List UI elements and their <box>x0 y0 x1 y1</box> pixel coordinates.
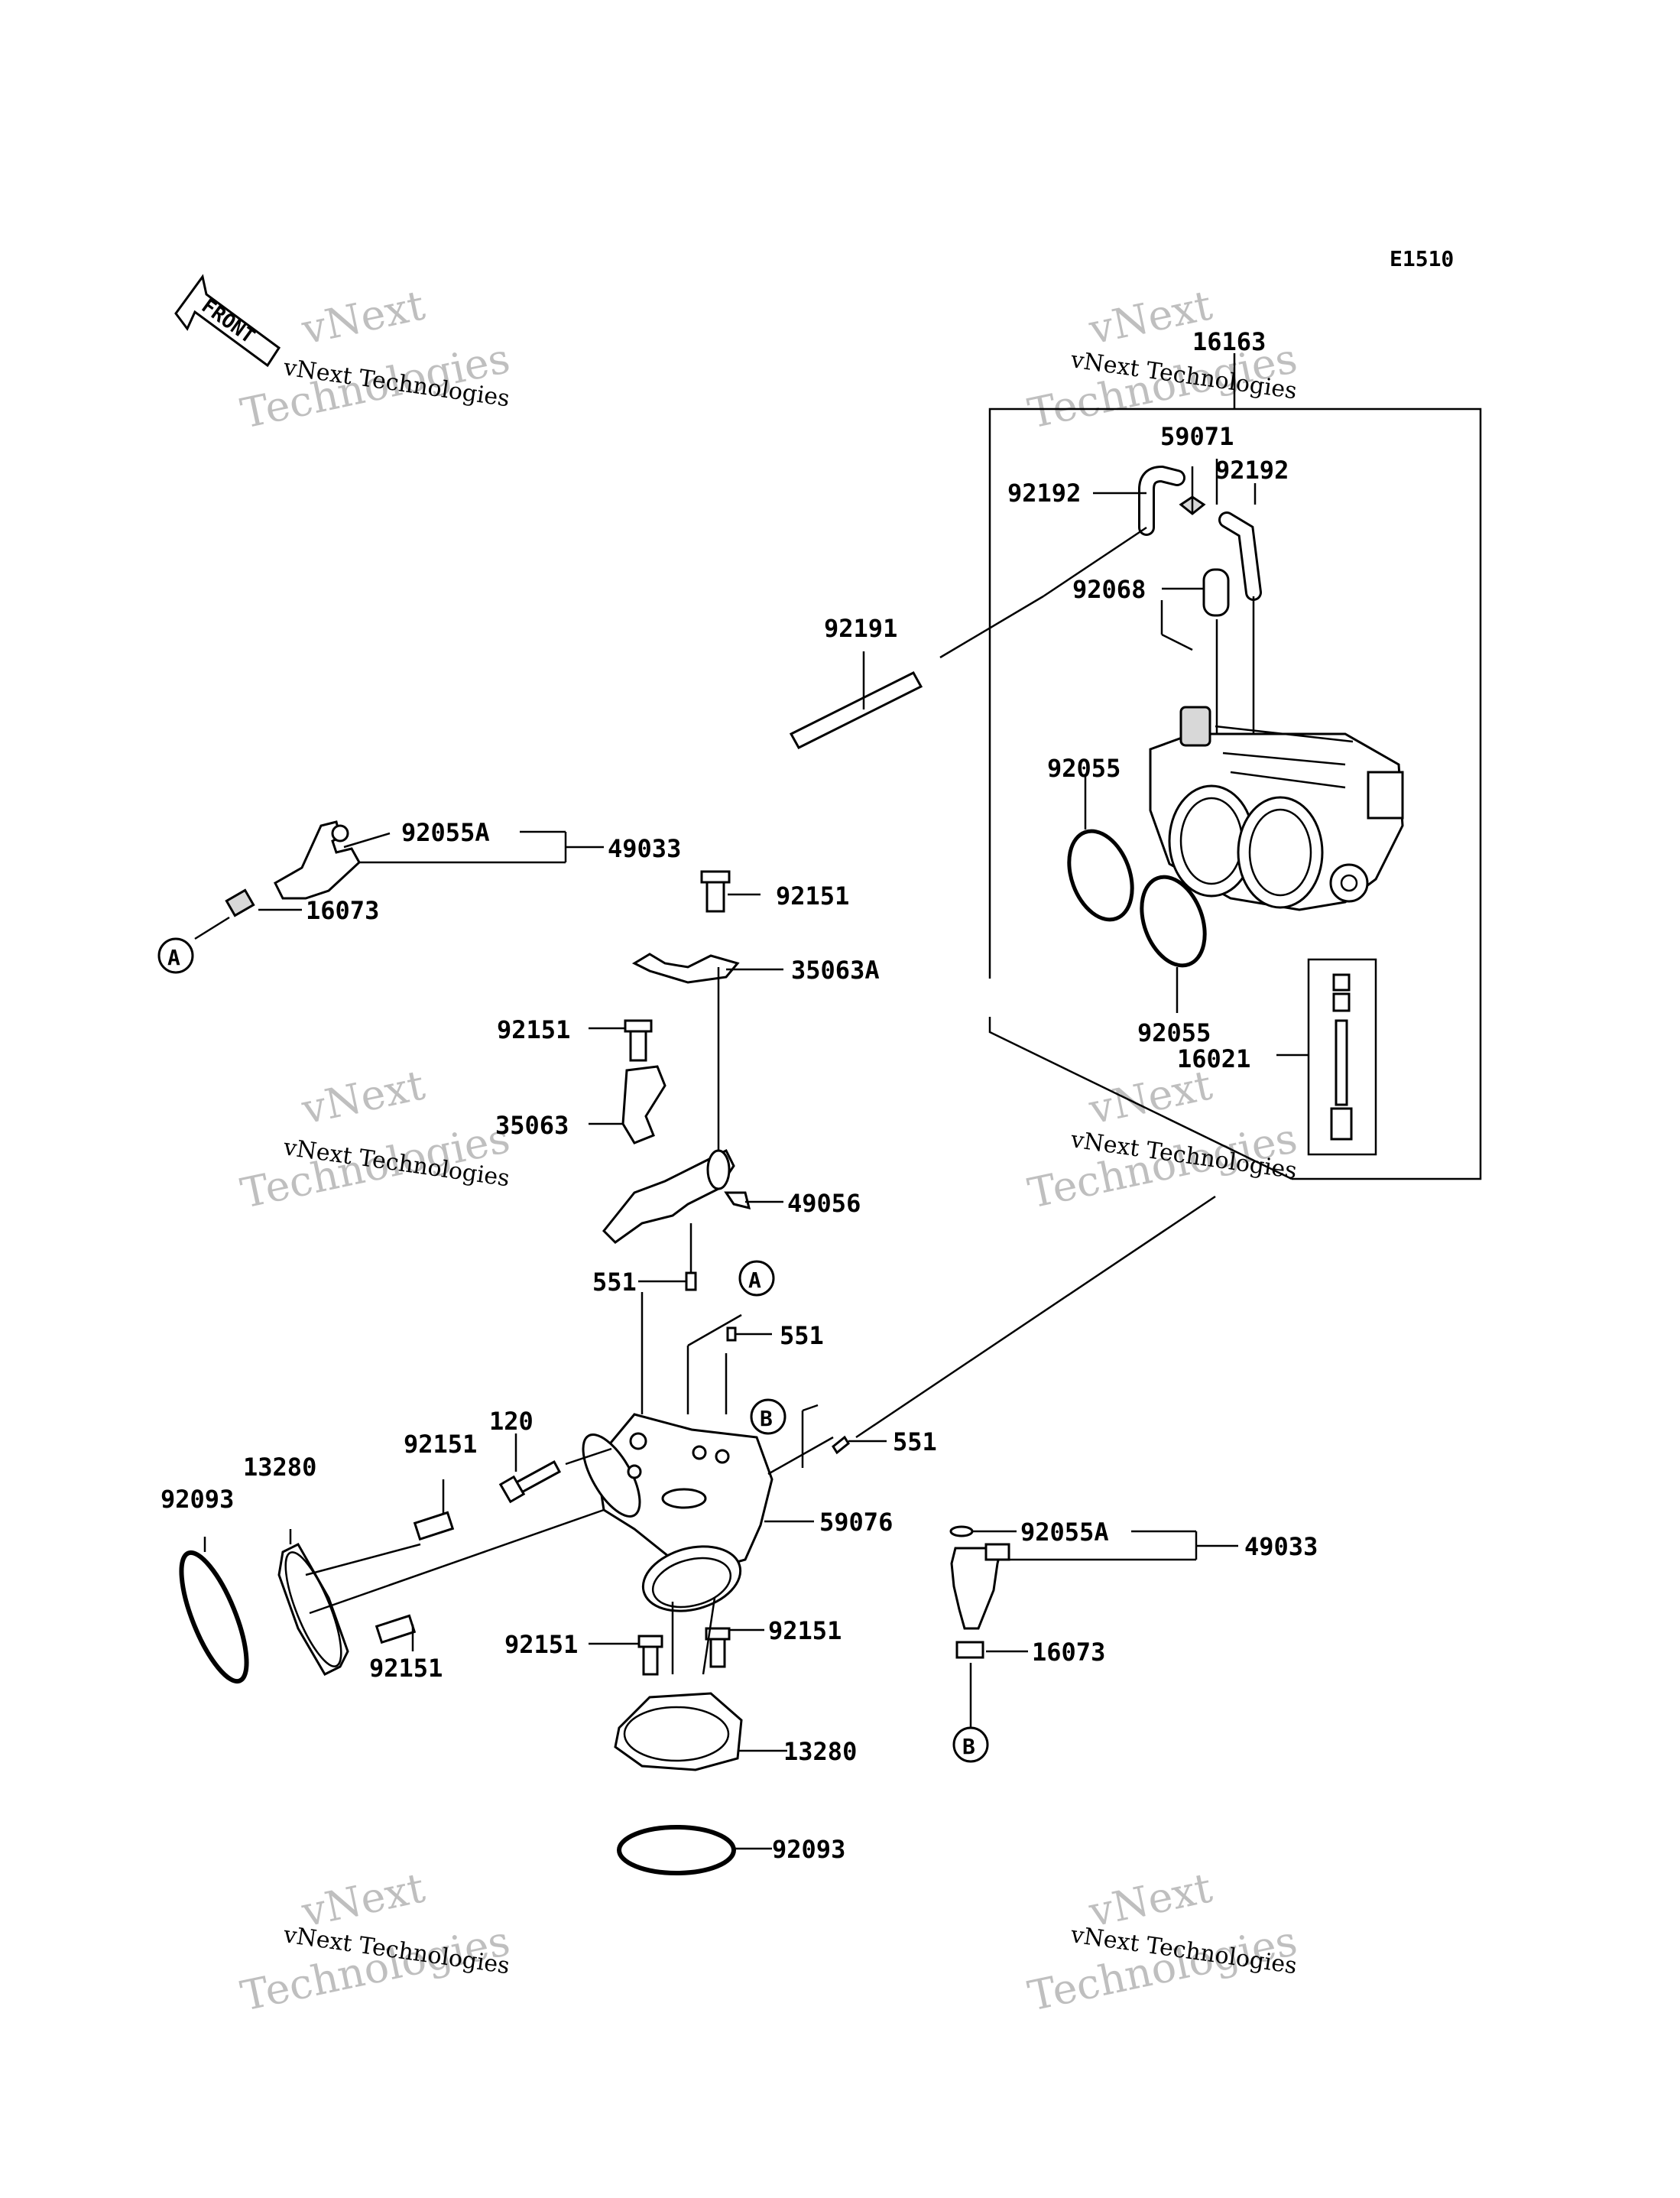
watermark-mid-right: vNext Technologies vNext Technologies <box>1024 1060 1302 1217</box>
label-92068: 92068 <box>1072 575 1146 604</box>
label-92093-bottom: 92093 <box>772 1835 845 1864</box>
label-92055-lower: 92055 <box>1137 1018 1211 1047</box>
svg-text:A: A <box>167 945 180 970</box>
label-13280-bottom: 13280 <box>783 1737 857 1766</box>
label-92055A-lower: 92055A <box>1020 1518 1109 1547</box>
label-92093-left: 92093 <box>161 1485 234 1514</box>
injector-49033-upper <box>194 820 604 940</box>
throttle-body-assembly <box>1149 706 1404 911</box>
diagram-code: E1510 <box>1390 246 1454 271</box>
callout-b-lower: B <box>952 1726 989 1763</box>
bolt-120 <box>498 1433 612 1504</box>
vacuum-hoses <box>1138 465 1262 617</box>
label-49056: 49056 <box>787 1189 861 1218</box>
label-49033-lower: 49033 <box>1244 1532 1318 1561</box>
label-16073-lower: 16073 <box>1032 1638 1105 1667</box>
gaskets-left <box>179 1479 605 1684</box>
o-ring-92055-pair <box>1067 776 1207 1013</box>
callout-a-upper: A <box>157 937 194 974</box>
svg-text:B: B <box>962 1734 975 1759</box>
leader-lines-upper-right <box>1093 459 1309 1057</box>
watermark-bottom-left: vNext Technologies vNext Technologies <box>237 1863 514 2020</box>
svg-text:B: B <box>760 1406 773 1431</box>
label-120: 120 <box>489 1407 534 1436</box>
label-92055A-upper: 92055A <box>401 818 490 847</box>
gaskets-bottom <box>589 1597 787 1875</box>
label-92191: 92191 <box>824 614 897 643</box>
label-92151-b: 92151 <box>497 1015 570 1044</box>
label-92151-e: 92151 <box>504 1630 578 1659</box>
label-59076: 59076 <box>819 1508 893 1537</box>
watermark-mid-left: vNext Technologies vNext Technologies <box>237 1060 514 1217</box>
pins-551 <box>638 1223 887 1455</box>
throttle-body-59076 <box>582 1413 834 1612</box>
label-59071: 59071 <box>1160 422 1234 451</box>
label-13280-left: 13280 <box>243 1453 316 1482</box>
svg-text:vNext: vNext <box>297 281 430 354</box>
label-551-b: 551 <box>780 1321 824 1350</box>
injector-49033-lower <box>949 1525 1238 1728</box>
label-92151-a: 92151 <box>776 881 849 911</box>
front-arrow-icon: FRONT <box>174 274 281 368</box>
label-35063A: 35063A <box>791 956 880 985</box>
label-16073-upper: 16073 <box>306 896 379 925</box>
label-92055-upper: 92055 <box>1047 754 1121 783</box>
svg-text:A: A <box>748 1268 761 1293</box>
label-16163: 16163 <box>1192 327 1266 356</box>
label-92192-right: 92192 <box>1215 456 1289 485</box>
label-16021: 16021 <box>1177 1044 1250 1073</box>
part-16021-adjuster <box>1307 958 1377 1156</box>
callout-b-mid: B <box>750 1398 786 1435</box>
label-92151-c: 92151 <box>404 1430 477 1459</box>
leader-lines-lower-center <box>641 1195 1216 1468</box>
label-551-a: 551 <box>592 1268 637 1297</box>
part-labels: 16163 59071 92192 92192 92068 92191 9205… <box>161 327 1318 1864</box>
part-92191-rod <box>789 526 1147 749</box>
throttle-body-assembly-box <box>988 353 1482 1180</box>
label-551-c: 551 <box>893 1427 937 1456</box>
label-92151-f: 92151 <box>768 1616 842 1645</box>
watermark-top-right: vNext Technologies vNext Technologies <box>1024 281 1302 437</box>
bracket-and-fuel-pipe <box>589 870 783 1244</box>
label-92151-d: 92151 <box>369 1654 443 1683</box>
callout-a-lower: A <box>738 1260 775 1297</box>
watermark-top-left: vNext Technologies vNext Technologies <box>237 281 514 437</box>
label-49033-upper: 49033 <box>608 834 681 863</box>
label-35063: 35063 <box>495 1111 569 1140</box>
label-92192-left: 92192 <box>1007 479 1081 508</box>
watermark-bottom-right: vNext Technologies vNext Technologies <box>1024 1863 1302 2020</box>
svg-text:vNext: vNext <box>297 1060 430 1134</box>
